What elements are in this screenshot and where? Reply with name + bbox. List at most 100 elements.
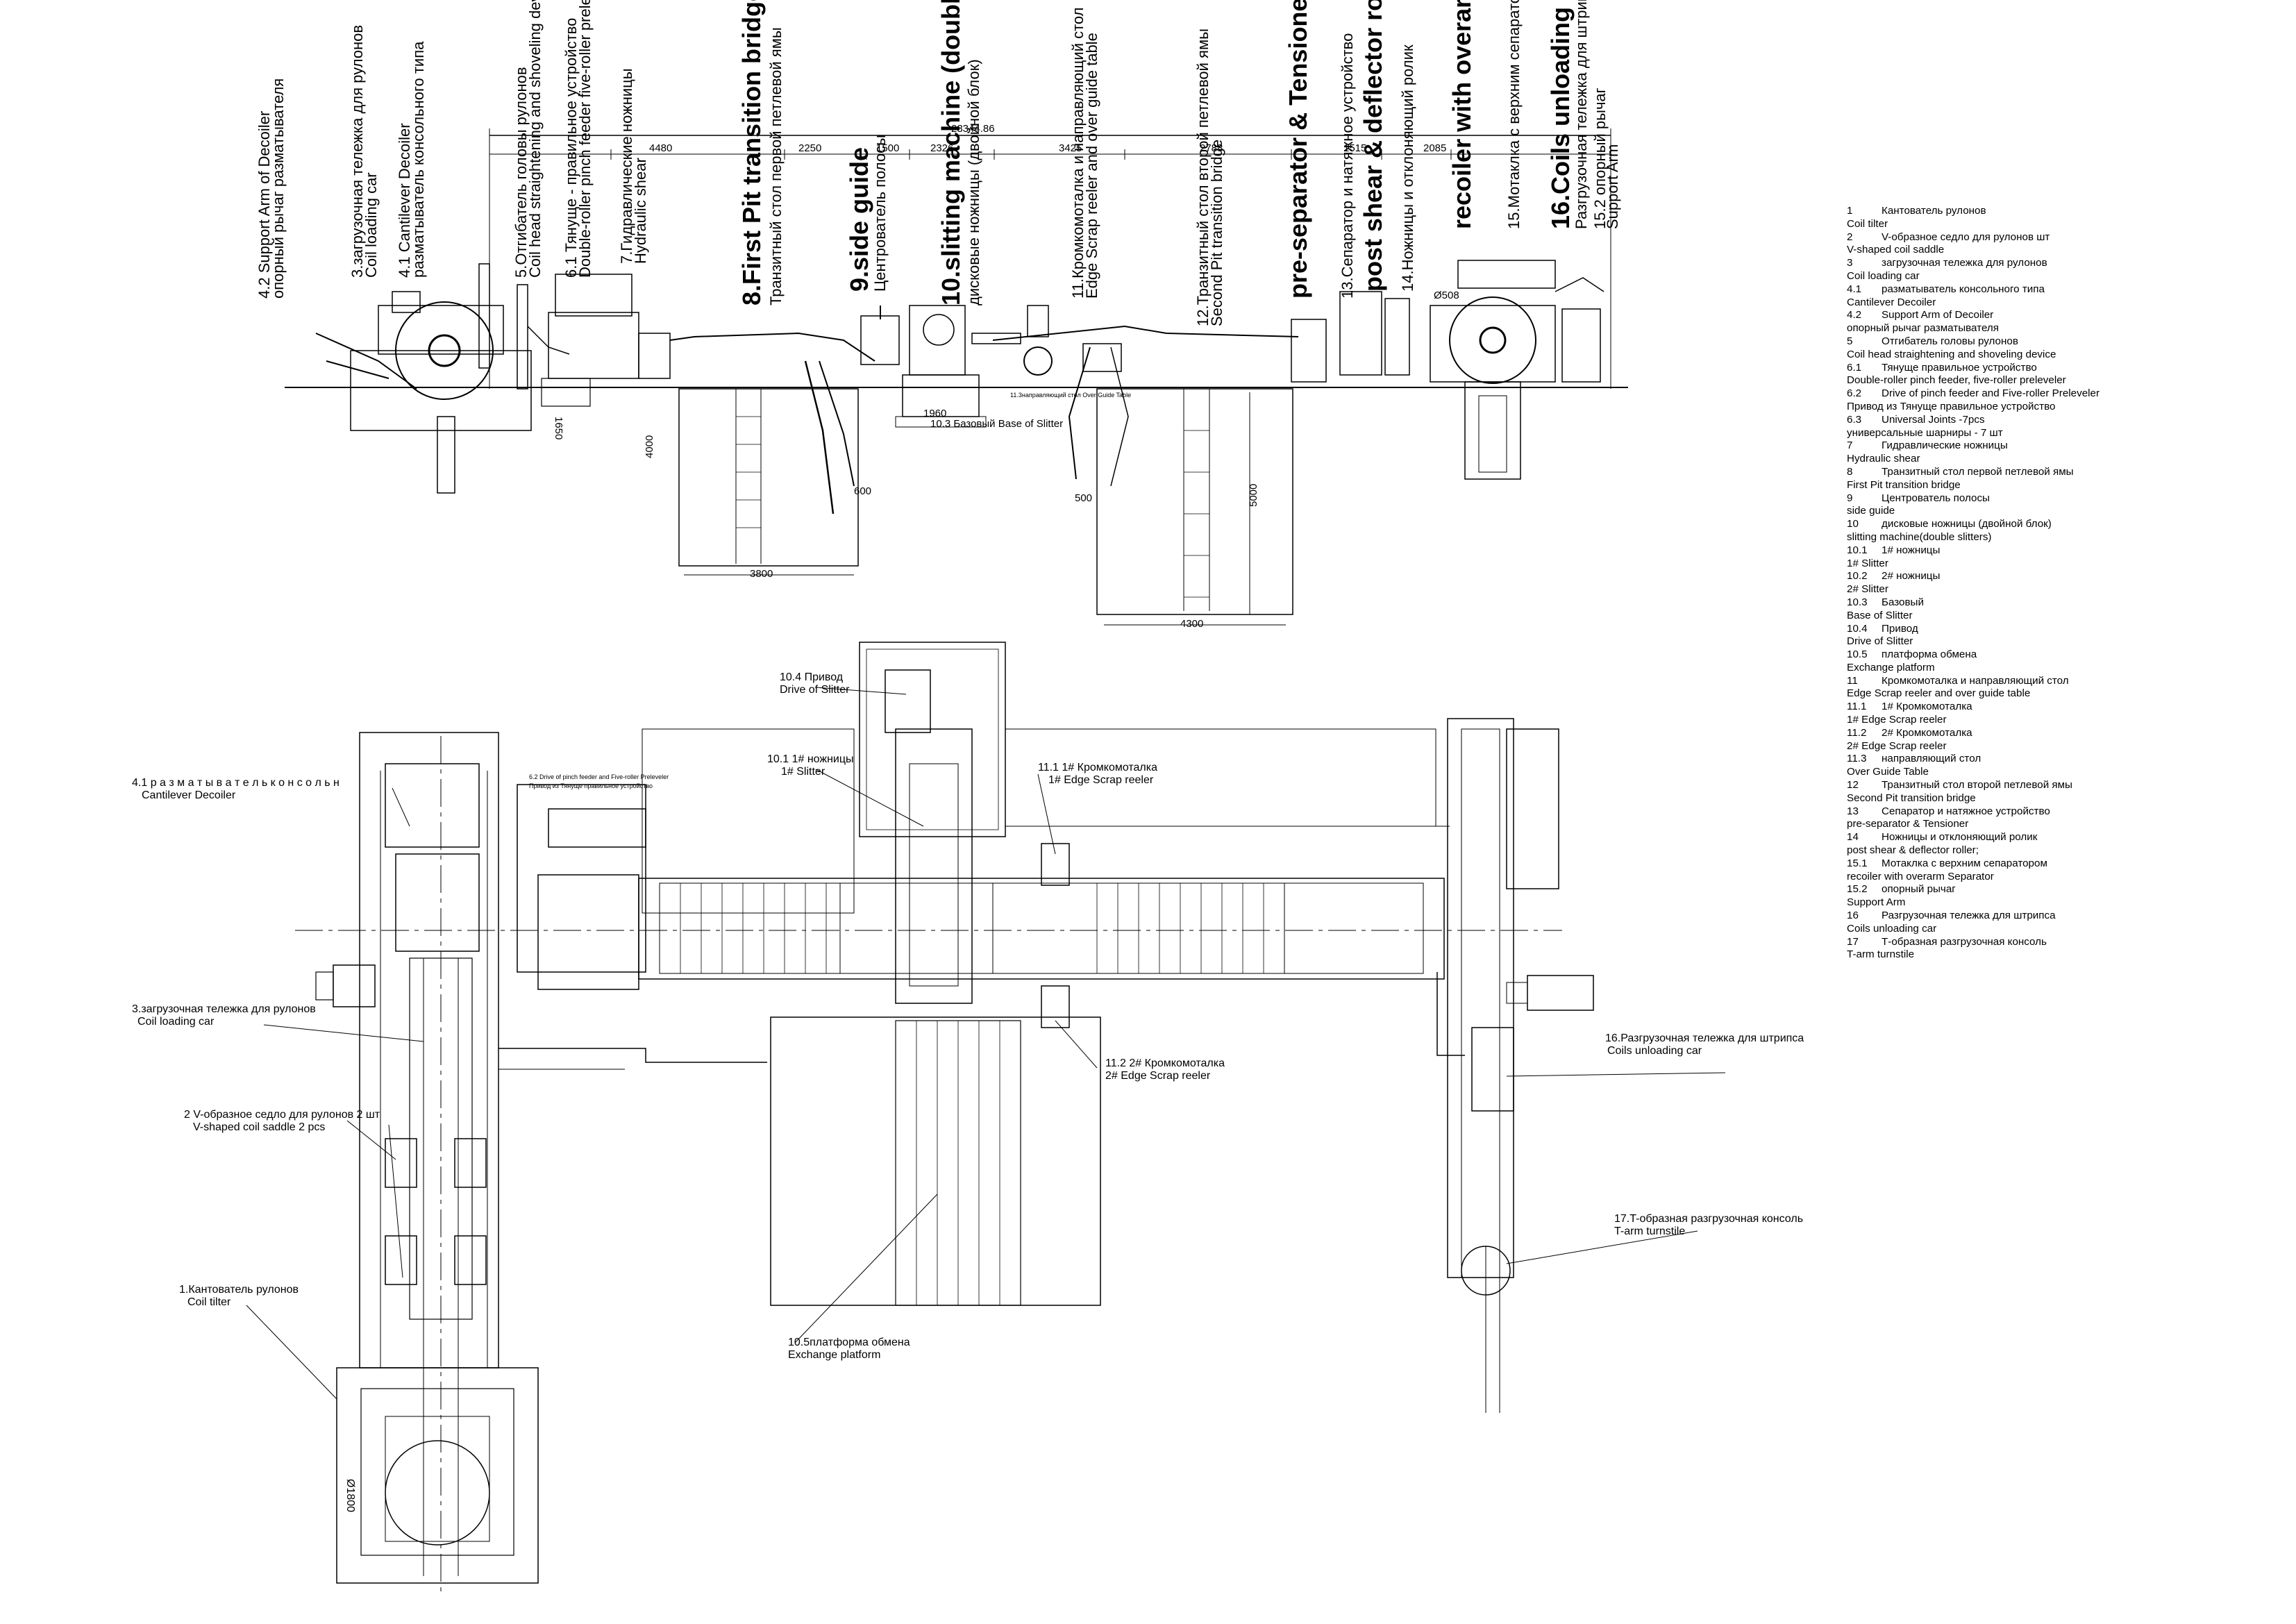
legend-item-secondary: универсальные шарниры - 7 шт [1847,426,2003,439]
elevation-labels: 4.2 Support Arm of Decoiler опорный рыча… [255,0,1621,326]
legend-item-secondary: Second Pit transition bridge [1847,792,1976,804]
legend-item-primary: V-образное седло для рулонов шт [1882,231,2050,243]
pit2-depth: 5000 [1248,484,1259,507]
legend-item-number: 13 [1847,805,1859,817]
label-3-sub: Coil loading car [362,172,380,278]
legend-item-primary: Кантователь рулонов [1882,205,1986,217]
legend-item-secondary: Base of Slitter [1847,609,1913,621]
label-15-1: 15.Мотаклка с верхним сепаратором [1505,0,1523,229]
dimension-500: 500 [1075,492,1092,504]
dimension-slitter-base: 1960 [923,408,946,419]
legend-item-secondary: Coils unloading car [1847,922,1937,935]
callout-saddle: 2 V-образное седло для рулонов 2 шт [184,1109,380,1121]
pit2-width: 4300 [1180,618,1203,630]
callout-decoiler: 4.1 р а з м а т ы в а т е л ь к о н с о … [132,777,340,789]
callout-slitter1: 10.1 1# ножницы [767,753,854,765]
legend-item-secondary: pre-separator & Tensioner [1847,818,1969,830]
label-14: 14.Ножницы и отклоняющий ролик [1399,44,1416,292]
legend-item-secondary: T-arm turnstile [1847,948,1915,961]
legend-item-secondary: Exchange platform [1847,661,1935,673]
legend-item-number: 5 [1847,335,1853,347]
legend-item-number: 15.2 [1847,883,1868,896]
legend-item-number: 10.5 [1847,648,1868,661]
legend-item-secondary: Over Guide Table [1847,766,1929,778]
callout-pinch-drive: 6.2 Drive of pinch feeder and Five-rolle… [529,773,669,780]
callout-loading-car-en: Coil loading car [137,1016,215,1028]
label-15-1-sub: recoiler with overarm Separator [1448,0,1476,229]
legend-item-secondary: slitting machine(double slitters) [1847,530,1992,543]
legend-item: 3 загрузочная тележка для рулонов [1841,257,2286,270]
label-5-sub: Coil head straightening and shoveling de… [526,0,544,278]
legend-item-primary: Сепаратор и натяжное устройство [1882,805,2050,817]
overall-dimension: 28344.86 [951,123,995,135]
label-6-1: 6.1 Тянуще - правильное устройство [562,18,580,278]
legend-item-primary: дисковые ножницы (двойной блок) [1882,518,2052,530]
label-9: 9.side guide [845,147,873,292]
legend-item-number: 17 [1847,935,1859,948]
legend-item-number: 15.1 [1847,857,1868,869]
label-8: 8.First Pit transition bridge [737,0,766,305]
label-5: 5.Отгибатель головы рулонов [512,67,530,278]
legend-item-number: 4.1 [1847,283,1862,295]
label-9-sub: Центрователь полосы [871,135,889,292]
callout-exchange: 10.5платформа обмена [788,1337,910,1348]
label-10: 10.slitting machine (double slitter) [937,0,965,305]
legend-item-primary: 2# Кромкомоталка [1882,726,1972,739]
label-11-sub: Edge Scrap reeler and over guide table [1083,33,1100,299]
legend-item-secondary: Double-roller pinch feeder, five-roller … [1847,374,2066,387]
legend-item-number: 11.3 [1847,753,1867,765]
legend-item-secondary: Edge Scrap reeler and over guide table [1847,687,2031,700]
legend-item-number: 3 [1847,257,1853,269]
pit1-depth: 4000 [644,435,655,458]
callout-turnstile: 17.T-образная разгрузочная консоль [1614,1213,1803,1225]
legend-item-primary: Т-образная разгрузочная консоль [1882,935,2047,948]
legend-item-primary: Центрователь полосы [1882,492,1990,504]
callout-tilter: 1.Кантователь рулонов [179,1284,299,1296]
legend-item-secondary: 1# Edge Scrap reeler [1847,714,1947,726]
callout-drive-of-slitter-en: Drive of Slitter [780,684,850,696]
callout-slitter1-en: 1# Slitter [781,766,826,778]
label-4-2: 4.2 Support Arm of Decoiler [255,111,273,299]
legend-item-secondary: Coil head straightening and shoveling de… [1847,348,2056,360]
label-11: 11.Кромкомоталка и направляющий стол [1069,7,1087,299]
dimension-7: 1515 [1343,142,1366,154]
legend-item: 17 Т-образная разгрузочная консоль [1841,936,2286,949]
legend-item-secondary: Coil loading car [1847,269,1920,282]
legend-item: 10.4 Привод [1841,623,2286,636]
legend-item-number: 16 [1847,910,1859,922]
label-10-sub: дисковые ножницы (двойной блок) [965,59,982,305]
legend-item-number: 10.1 [1847,544,1868,556]
label-7-sub: Hydraulic shear [632,158,649,264]
dimension-3: 1500 [876,142,899,154]
label-4-1-sub: разматыватель консольного типа [410,41,427,278]
legend-item-primary: Кромкомоталка и направляющий стол [1882,674,2069,687]
legend-item-number: 6.3 [1847,413,1862,426]
label-13-sub: pre-separator & Tensioner [1284,0,1312,299]
label-4-2-sub: опорный рычаг разматывателя [269,78,287,299]
legend-item-number: 10.4 [1847,622,1868,635]
legend-item-secondary: post shear & deflector roller; [1847,844,1979,857]
callout-unloading-car: 16.Разгрузочная тележка для штрипса [1605,1032,1804,1044]
legend-item-primary: Транзитный стол второй петлевой ямы [1882,779,2072,792]
dimension-1: 4480 [649,142,672,154]
over-guide-table-small-label: 11.3направляющий стол Over Guide Table [1010,392,1131,399]
legend-item-primary: загрузочная тележка для рулонов [1882,257,2047,269]
legend-item-primary: Привод [1882,622,1918,635]
legend-item-number: 12 [1847,779,1859,792]
legend-item-secondary: Привод из Тянуще правильное устройство [1847,400,2056,412]
label-15-2-sub: Support Arm [1604,144,1621,229]
